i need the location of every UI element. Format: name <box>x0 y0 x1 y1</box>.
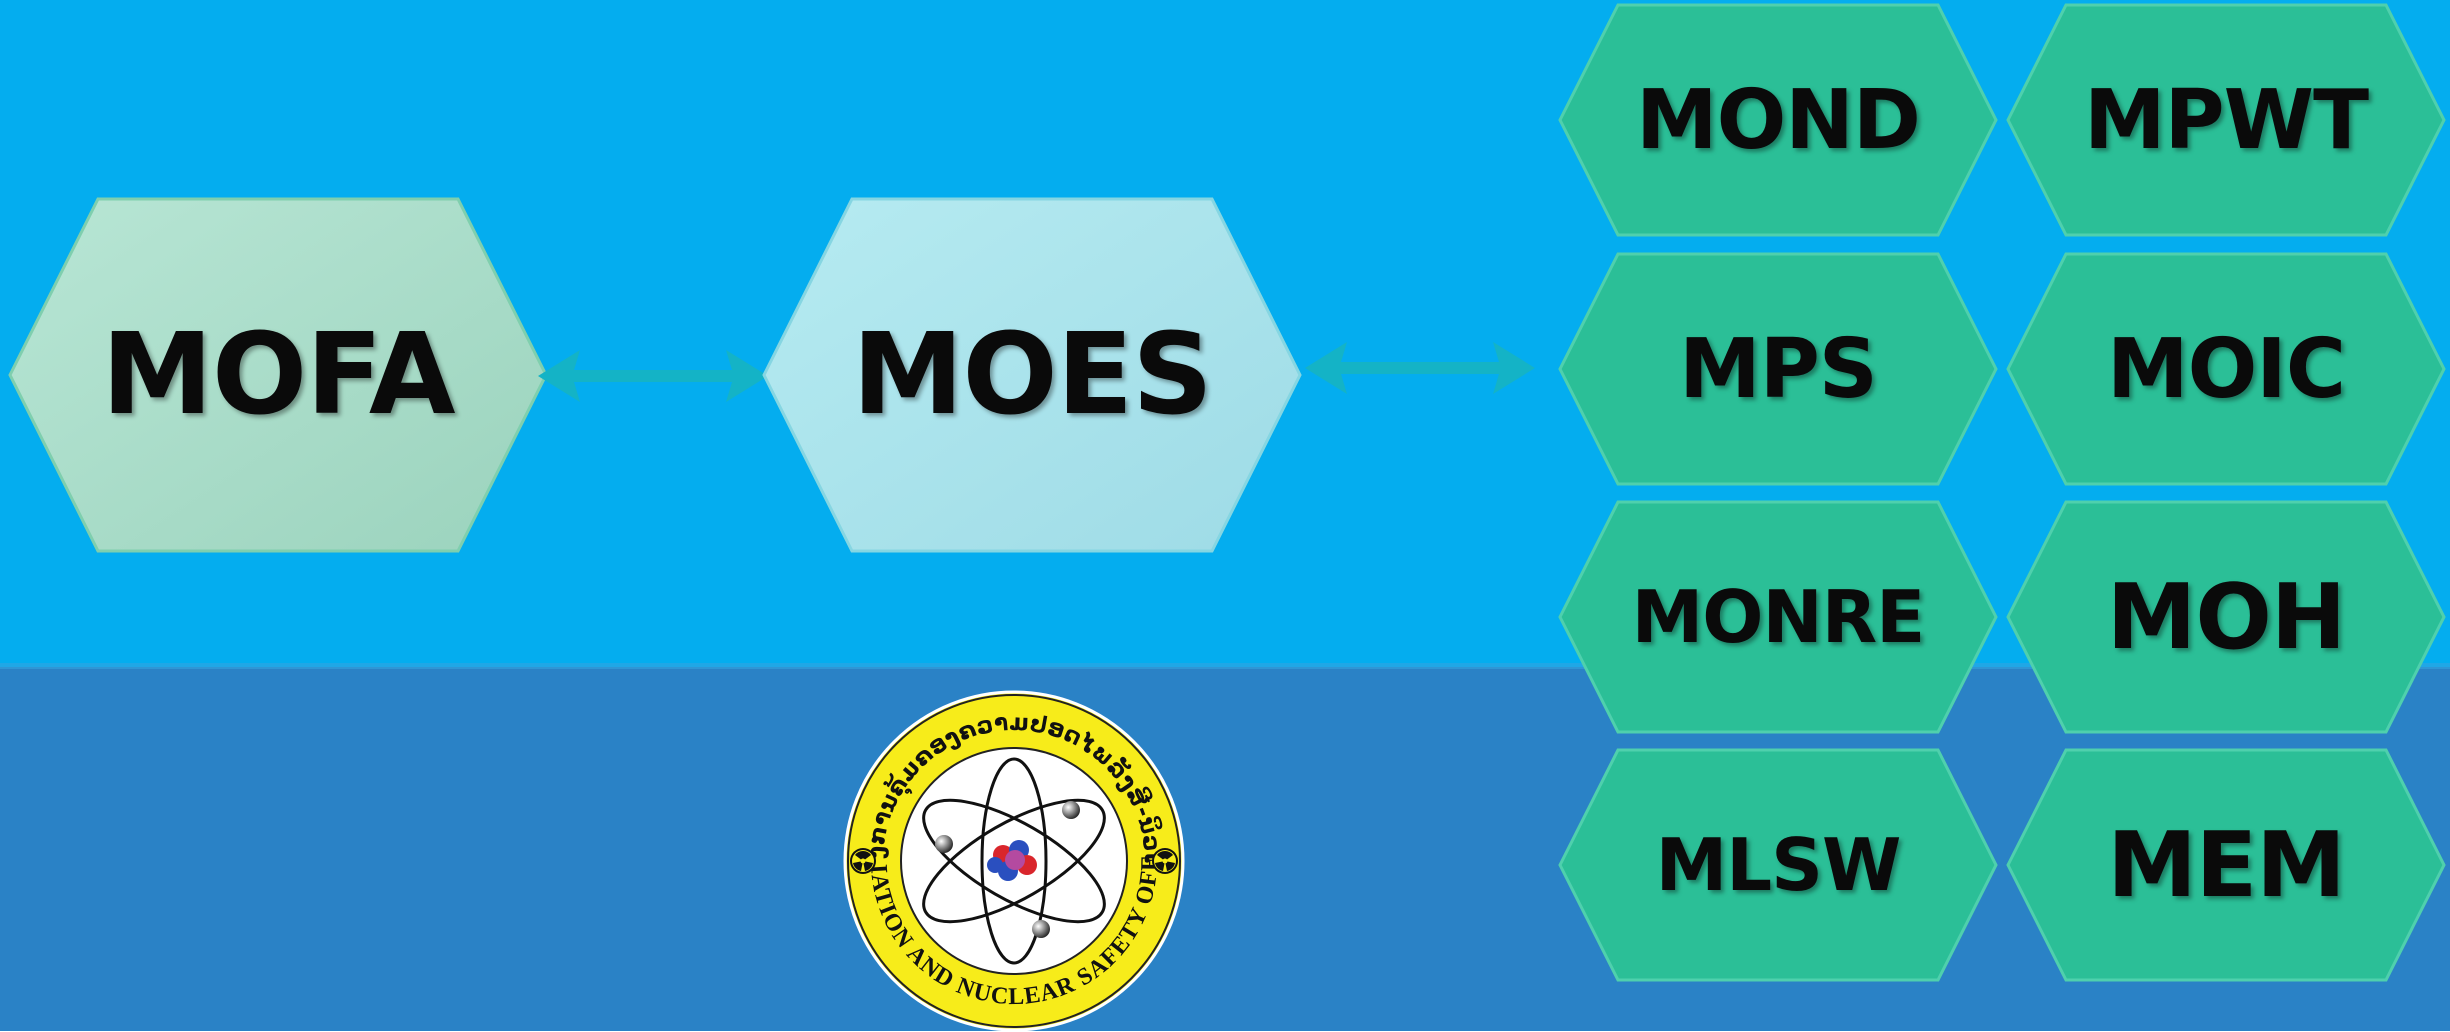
ministry-label: MPWT <box>2083 72 2369 168</box>
ministry-label: MPS <box>1679 321 1878 417</box>
nucleus-icon <box>987 840 1037 881</box>
moes-node: MOES <box>762 197 1302 553</box>
ministry-node-monre: MONRE <box>1558 500 1998 734</box>
ministry-node-mem: MEM <box>2006 748 2446 982</box>
ministry-label: MOH <box>2106 564 2346 670</box>
ministry-label: MOND <box>1635 72 1921 168</box>
atom-icon <box>922 757 1106 965</box>
ministry-node-moh: MOH <box>2006 500 2446 734</box>
radiation-left-icon <box>850 848 876 874</box>
ministry-node-mond: MOND <box>1558 3 1998 237</box>
background-divider <box>0 663 2450 669</box>
bidirectional-arrow-mofa-moes <box>538 350 768 402</box>
bidirectional-arrow-moes-ministries <box>1305 342 1535 394</box>
ministry-node-mps: MPS <box>1558 252 1998 486</box>
ministry-label: MEM <box>2107 812 2346 918</box>
radiation-nuclear-safety-office-seal: ຫ້ອງການຄຸ້ມຄອງຄວາມປອດໄພລັງສີ-ນິວເຄຼຍ RAD… <box>843 690 1185 1032</box>
mofa-label: MOFA <box>101 310 456 440</box>
ministry-node-moic: MOIC <box>2006 252 2446 486</box>
ministry-node-mpwt: MPWT <box>2006 3 2446 237</box>
ministry-label: MONRE <box>1631 575 1926 659</box>
ministry-label: MLSW <box>1655 823 1902 907</box>
radiation-right-icon <box>1152 848 1178 874</box>
ministry-node-mlsw: MLSW <box>1558 748 1998 982</box>
ministry-label: MOIC <box>2107 321 2346 417</box>
moes-label: MOES <box>852 310 1213 440</box>
mofa-node: MOFA <box>8 197 548 553</box>
